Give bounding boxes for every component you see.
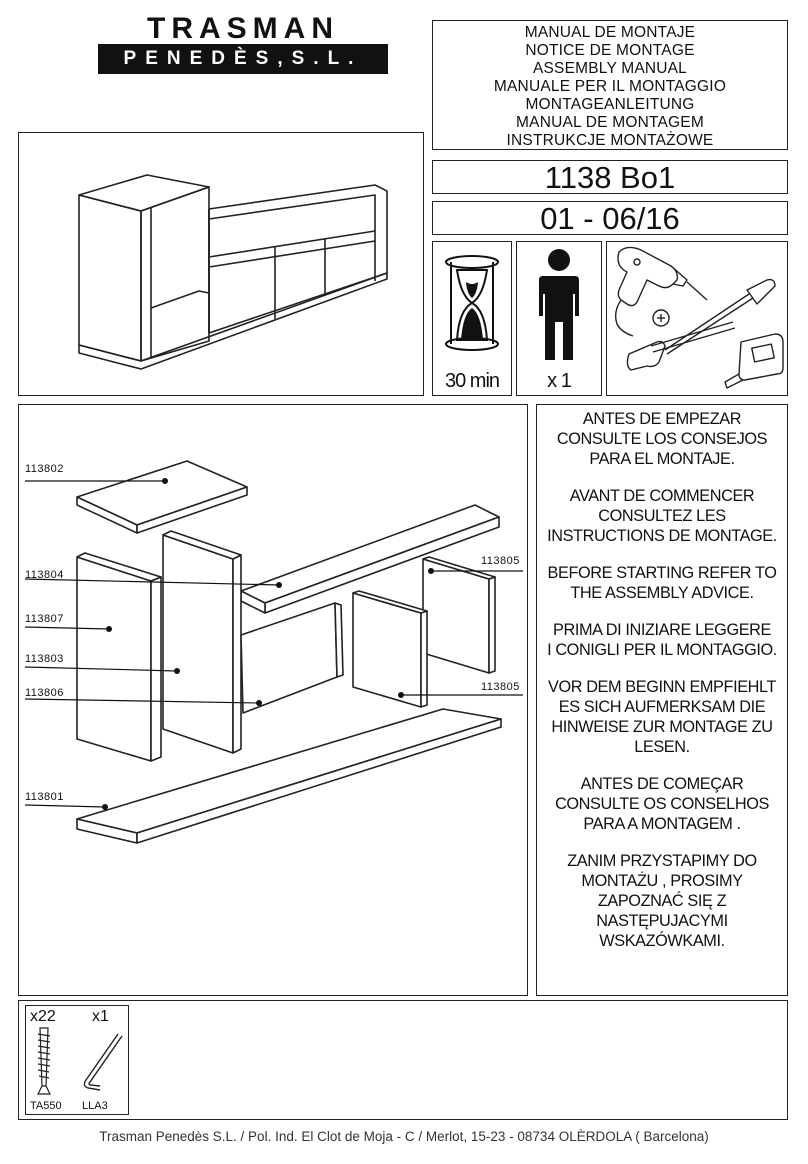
company-address: Trasman Penedès S.L. / Pol. Ind. El Clot…: [99, 1129, 709, 1144]
advice-es: ANTES DE EMPEZAR CONSULTE LOS CONSEJOS P…: [556, 410, 768, 468]
screwdriver-icon: [664, 278, 776, 355]
screw-code: TA550: [30, 1100, 62, 1112]
logo-top-text: TRASMAN: [147, 12, 339, 45]
product-overview: [18, 132, 424, 396]
hardware-panel: x22 x1 TA550 LLA3: [18, 1000, 788, 1120]
part-label-113805-upper: 113805: [481, 555, 520, 567]
exploded-parts-drawing: [24, 460, 523, 844]
person-icon: [539, 249, 579, 360]
revision-number: 01 - 06/16: [540, 201, 680, 236]
advice-de: VOR DEM BEGINN EMPFIEHLT ES SICH AUFMERK…: [547, 678, 776, 756]
part-label-113807: 113807: [25, 613, 64, 625]
title-pt: MANUAL DE MONTAGEM: [516, 114, 704, 131]
allen-key-code: LLA3: [82, 1100, 108, 1112]
time-requirement: 30 min: [432, 241, 512, 396]
exploded-view: 113802 113804 113807 113803 113806 11380…: [18, 404, 528, 996]
part-label-113805-lower: 113805: [481, 681, 520, 693]
manual-titles: MANUAL DE MONTAJE NOTICE DE MONTAGE ASSE…: [432, 20, 788, 150]
hardware-list: x22 x1 TA550 LLA3: [25, 1005, 129, 1115]
tape-measure-icon: [724, 333, 784, 389]
allen-key-qty: x1: [92, 1008, 109, 1025]
shelf-overview-drawing: [78, 174, 388, 370]
logo-bottom-text: PENEDÈS,S.L.: [98, 44, 388, 74]
persons-requirement: x 1: [516, 241, 602, 396]
title-en: ASSEMBLY MANUAL: [532, 60, 688, 77]
title-pl: INSTRUKCJE MONTAŻOWE: [506, 132, 714, 149]
advice-en: BEFORE STARTING REFER TO THE ASSEMBLY AD…: [547, 564, 777, 602]
tools-drawing: [614, 246, 784, 389]
revision-box: 01 - 06/16: [432, 201, 788, 236]
model-box: 1138 Bo1: [432, 160, 788, 195]
part-label-113804: 113804: [25, 569, 64, 581]
assembly-advice: ANTES DE EMPEZAR CONSULTE LOS CONSEJOS P…: [536, 404, 788, 996]
hourglass-icon: [445, 255, 499, 351]
advice-it: PRIMA DI INIZIARE LEGGERE I CONIGLI PER …: [547, 621, 777, 659]
advice-pl: ZANIM PRZYSTAPIMY DO MONTAŻU , PROSIMY Z…: [567, 852, 757, 950]
screw-qty: x22: [30, 1008, 56, 1025]
screw-icon: [37, 1027, 51, 1095]
phillips-icon: [652, 309, 670, 327]
part-label-113802: 113802: [25, 463, 64, 475]
advice-fr: AVANT DE COMMENCER CONSULTEZ LES INSTRUC…: [547, 487, 777, 545]
time-label: 30 min: [444, 370, 500, 392]
advice-pt: ANTES DE COMEÇAR CONSULTE OS CONSELHOS P…: [555, 775, 769, 833]
title-de: MONTAGEANLEITUNG: [525, 96, 695, 113]
title-it: MANUALE PER IL MONTAGGIO: [493, 78, 727, 95]
part-label-113801: 113801: [25, 791, 64, 803]
persons-label: x 1: [547, 370, 572, 392]
model-number: 1138 Bo1: [544, 160, 676, 195]
screw-and-key-drawing: [37, 1027, 123, 1095]
hammer-icon: [626, 321, 736, 371]
drill-icon: [614, 246, 708, 337]
part-label-113806: 113806: [25, 687, 64, 699]
title-es: MANUAL DE MONTAJE: [524, 24, 696, 41]
title-fr: NOTICE DE MONTAGE: [525, 42, 695, 59]
part-label-113803: 113803: [25, 653, 64, 665]
tools-requirement: [606, 241, 788, 396]
allen-key-icon: [83, 1033, 123, 1091]
